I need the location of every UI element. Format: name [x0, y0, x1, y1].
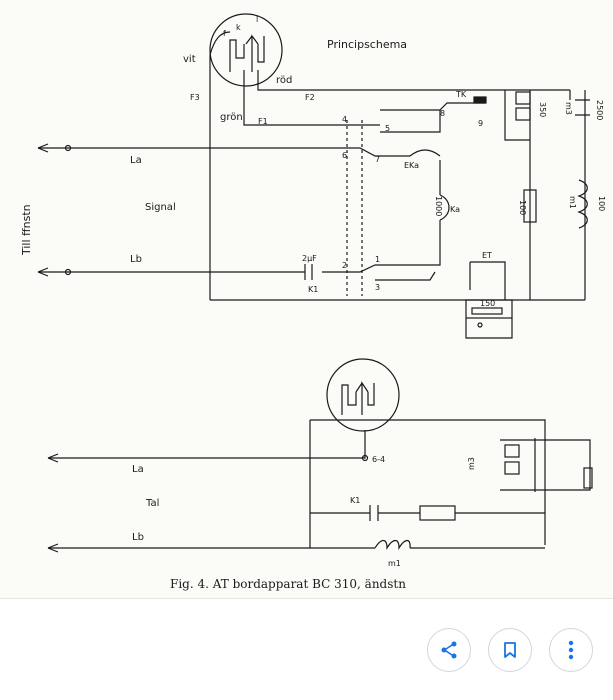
label-f1: F1	[258, 117, 268, 126]
label-f2: F2	[305, 93, 315, 102]
label-k1-bottom: K1	[350, 496, 360, 505]
label-tal: Tal	[145, 498, 159, 509]
divider	[0, 598, 613, 599]
label-m3-bottom: m3	[467, 457, 476, 470]
label-l: l	[256, 15, 258, 24]
label-n9: 9	[478, 119, 483, 128]
label-signal: Signal	[145, 202, 176, 213]
label-n5: 5	[385, 124, 390, 133]
image-viewer[interactable]: Principschema Till ffnstn Signal La Lb v…	[0, 0, 613, 598]
more-options-button[interactable]	[549, 628, 593, 672]
label-n7: 7	[375, 155, 380, 164]
label-vit: vit	[183, 54, 196, 65]
label-m1: m1	[568, 196, 577, 209]
label-r150: 150	[480, 299, 495, 308]
label-k1-top: K1	[308, 285, 318, 294]
label-ka: Ka	[450, 205, 460, 214]
label-n3: 3	[375, 283, 380, 292]
label-r100-right: 100	[597, 196, 606, 211]
label-lb-bottom: Lb	[132, 532, 144, 543]
label-n4: 4	[342, 115, 347, 124]
label-cap: 2μF	[302, 254, 317, 263]
save-button[interactable]	[488, 628, 532, 672]
share-icon	[441, 641, 457, 659]
diagram-title: Principschema	[327, 38, 407, 51]
label-eka: EKa	[404, 161, 419, 170]
label-r2500: 2500	[595, 100, 604, 120]
label-f3: F3	[190, 93, 200, 102]
label-la-bottom: La	[132, 464, 144, 475]
label-n2: 2	[342, 261, 347, 270]
label-m1-bottom: m1	[388, 559, 401, 568]
label-f: f	[223, 29, 226, 38]
label-n6: 6	[342, 151, 347, 160]
label-r100-mid: 100	[518, 200, 527, 215]
share-button[interactable]	[427, 628, 471, 672]
label-m3: m3	[564, 102, 573, 115]
label-la-top: La	[130, 155, 142, 166]
label-r1000: 1000	[434, 196, 443, 216]
label-et: ET	[482, 251, 492, 260]
label-n1: 1	[375, 255, 380, 264]
figure-caption: Fig. 4. AT bordapparat BC 310, ändstn	[170, 577, 406, 591]
label-k: k	[236, 23, 241, 32]
label-gron: grön	[220, 112, 243, 123]
circuit-diagram: Principschema Till ffnstn Signal La Lb v…	[20, 13, 606, 591]
label-tk: TK	[455, 90, 467, 99]
label-n64: 6-4	[372, 455, 385, 464]
label-lb-top: Lb	[130, 254, 142, 265]
side-label: Till ffnstn	[20, 204, 33, 256]
label-rod: röd	[276, 75, 292, 86]
label-r350: 350	[538, 102, 547, 117]
bookmark-icon	[504, 642, 516, 658]
label-n8: 8	[440, 109, 445, 118]
more-vertical-icon	[568, 640, 574, 660]
